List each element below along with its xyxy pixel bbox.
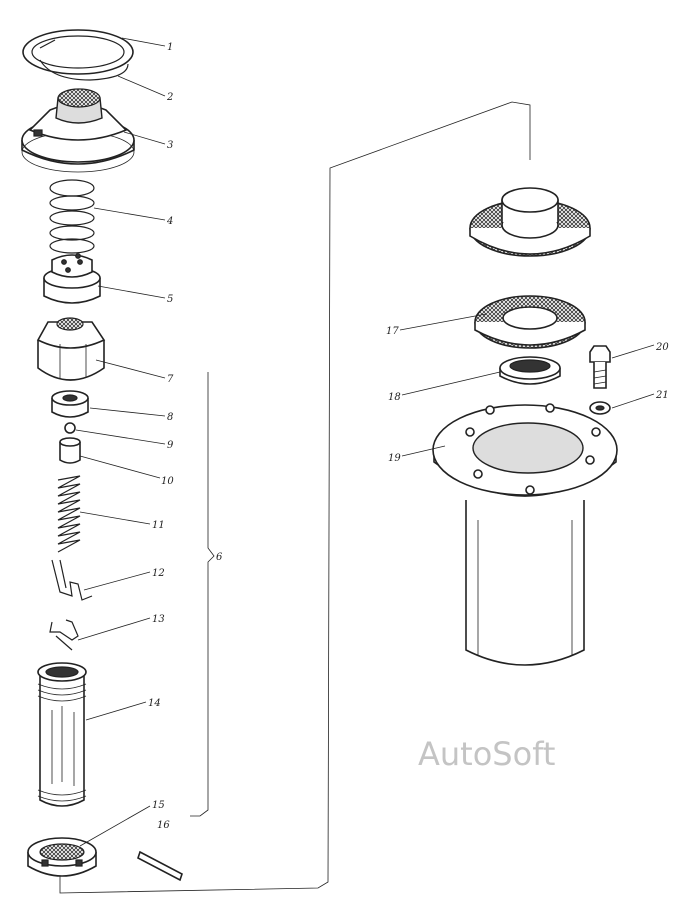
callout-2: 2	[166, 92, 173, 103]
callout-6: 6	[216, 552, 223, 563]
watermark-text: AutoSoft	[418, 735, 555, 773]
part-3-top-cap	[21, 88, 135, 173]
part-13-spring-clip	[49, 619, 79, 651]
callout-9: 9	[167, 440, 174, 451]
callout-11: 11	[152, 520, 165, 531]
leader-lines	[75, 37, 655, 847]
callout-labels: 1 2 3 4 5 7 8 9 10 11 12 13 14 15 16 17 …	[148, 42, 669, 831]
part-18-seal-ring	[499, 356, 561, 385]
part-17-gasket	[474, 295, 586, 349]
part-1-retaining-ring	[22, 29, 134, 75]
callout-8: 8	[167, 412, 173, 423]
callout-5: 5	[167, 294, 173, 305]
part-20-bolt	[589, 345, 611, 389]
part-7-hex-nut	[36, 317, 106, 381]
callout-10: 10	[161, 476, 174, 487]
part-15-lock-nut	[27, 837, 97, 877]
callout-19: 19	[388, 453, 401, 464]
assembly-guide-line	[59, 101, 531, 894]
part-14-threaded-sleeve	[37, 662, 87, 807]
callout-14: 14	[148, 698, 161, 709]
callout-20: 20	[655, 342, 669, 353]
part-9-ball	[64, 422, 76, 434]
callout-15: 15	[152, 800, 165, 811]
part-5-valve-seat	[43, 253, 101, 304]
callout-16: 16	[157, 820, 170, 831]
callout-13: 13	[152, 614, 165, 625]
part-4-spring	[49, 179, 95, 254]
callout-21: 21	[655, 390, 669, 401]
part-21-washer	[589, 401, 611, 415]
callout-4: 4	[166, 216, 173, 227]
callout-1: 1	[167, 42, 173, 53]
part-12-spring-clip	[51, 559, 93, 601]
part-17-gasket-upper	[469, 187, 591, 257]
part-11-coil-spring	[57, 475, 81, 553]
callout-12: 12	[152, 568, 165, 579]
callout-3: 3	[167, 140, 173, 151]
callout-17: 17	[386, 326, 399, 337]
part-2-wire-clip	[39, 39, 129, 81]
part-19-flanged-housing	[432, 403, 618, 666]
callout-7: 7	[167, 374, 174, 385]
part-8-bushing	[51, 390, 89, 418]
part-16-pin	[137, 850, 183, 882]
callout-18: 18	[388, 392, 401, 403]
part-10-plunger	[59, 437, 81, 464]
bracket-part-6	[190, 372, 215, 817]
